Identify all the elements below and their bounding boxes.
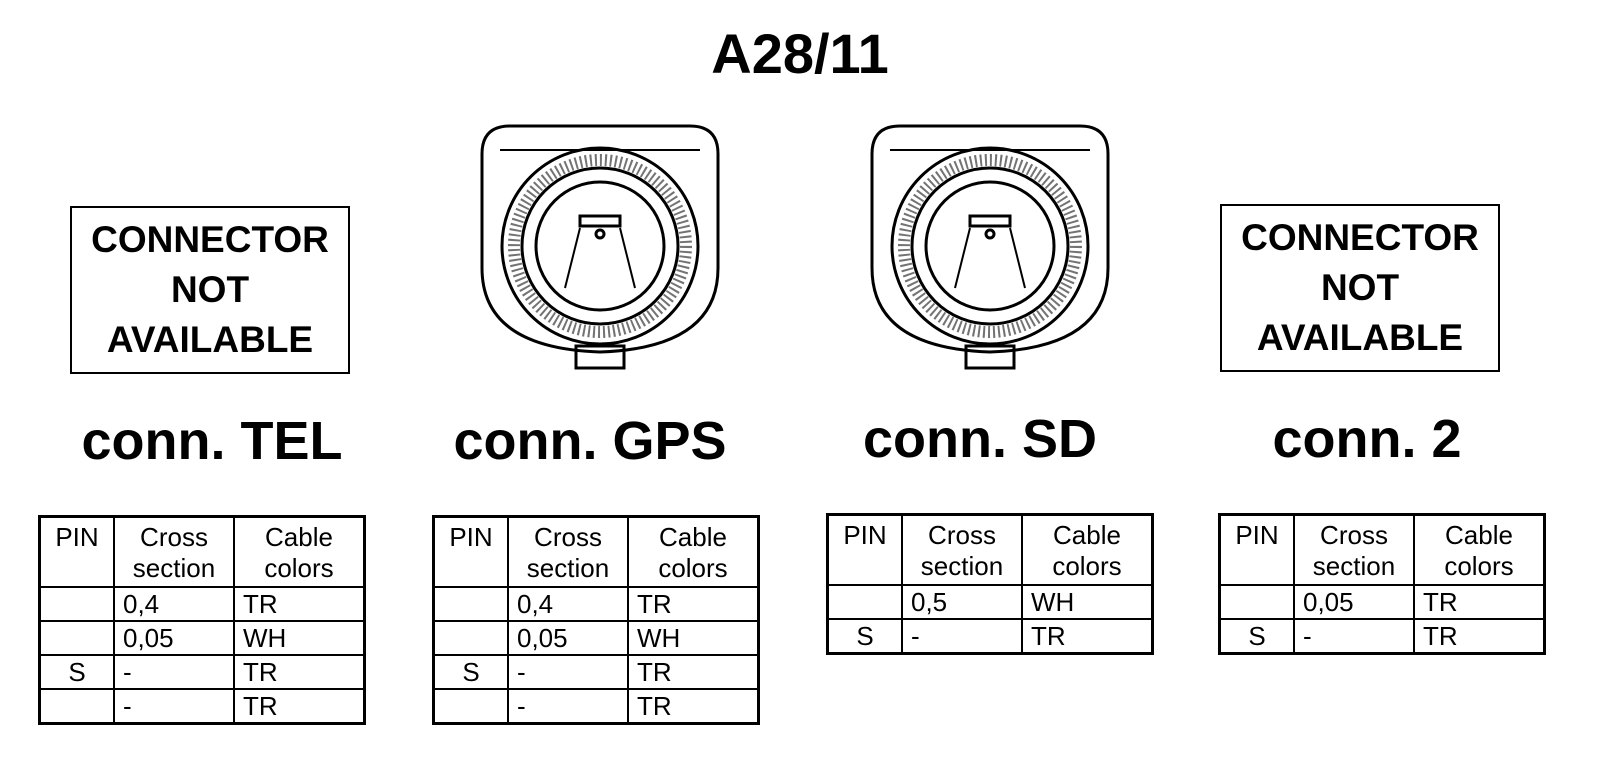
connector-2-label: conn. 2	[1272, 409, 1462, 469]
cable-color-cell: TR	[627, 654, 760, 691]
pin-contact-body	[564, 227, 636, 289]
cross-section-cell: -	[1293, 618, 1415, 655]
not-available-line: AVAILABLE	[1256, 317, 1464, 358]
cross-section-cell: -	[507, 654, 629, 691]
table-row: 0,4 TR	[38, 586, 366, 623]
cable-color-cell: TR	[627, 586, 760, 623]
pin-cell	[38, 586, 115, 623]
cross-section-cell: -	[113, 654, 235, 691]
header-cross-section: Cross section	[507, 515, 629, 589]
pin-cell: S	[38, 654, 115, 691]
header-pin: PIN	[826, 513, 903, 587]
table-row: 0,05 TR	[1218, 584, 1546, 621]
connector-tel-not-available-box: CONNECTOR NOT AVAILABLE	[70, 206, 350, 374]
table-row: 0,5 WH	[826, 584, 1154, 621]
connector-knurled-ring	[898, 154, 1082, 338]
not-available-line: NOT	[170, 269, 250, 310]
not-available-line: CONNECTOR	[1241, 217, 1479, 258]
connector-outer-ring	[500, 146, 700, 346]
cable-color-cell: TR	[1413, 618, 1546, 655]
header-pin: PIN	[38, 515, 115, 589]
cross-section-cell: -	[507, 688, 629, 725]
table-row: 0,4 TR	[432, 586, 760, 623]
connector-latch	[964, 344, 1016, 370]
cable-color-cell: TR	[1413, 584, 1546, 621]
connector-inner-ring	[534, 180, 666, 312]
pin-cell	[38, 620, 115, 657]
connector-sd-pin-table: PIN Cross section Cable colors 0,5 WH S …	[826, 513, 1154, 656]
pin-cell	[38, 688, 115, 725]
cable-color-cell: TR	[1021, 618, 1154, 655]
sd-connector-drawing	[870, 124, 1110, 370]
pin-cell: S	[432, 654, 509, 691]
pin-contact-dot	[594, 228, 606, 240]
pin-contact-bar	[968, 214, 1012, 228]
header-pin: PIN	[432, 515, 509, 589]
header-cable-colors: Cable colors	[1413, 513, 1546, 587]
table-row: S - TR	[1218, 618, 1546, 655]
pin-cell: S	[826, 618, 903, 655]
table-row: S - TR	[38, 654, 366, 691]
connector-housing	[480, 124, 720, 354]
table-row: S - TR	[432, 654, 760, 691]
connector-knurled-ring	[508, 154, 692, 338]
cable-color-cell: WH	[233, 620, 366, 657]
table-row: S - TR	[826, 618, 1154, 655]
pin-contact-bar	[578, 214, 622, 228]
header-pin: PIN	[1218, 513, 1295, 587]
header-cross-section: Cross section	[901, 513, 1023, 587]
cable-color-cell: TR	[233, 654, 366, 691]
connector-tel-label: conn. TEL	[81, 411, 343, 471]
pin-contact-dot	[984, 228, 996, 240]
cross-section-cell: -	[901, 618, 1023, 655]
not-available-line: AVAILABLE	[106, 319, 314, 360]
pin-cell: S	[1218, 618, 1295, 655]
not-available-line: CONNECTOR	[91, 219, 329, 260]
cross-section-cell: 0,4	[507, 586, 629, 623]
cross-section-cell: 0,5	[901, 584, 1023, 621]
pin-contact-body	[954, 227, 1026, 289]
pin-cell	[1218, 584, 1295, 621]
table-row: 0,05 WH	[432, 620, 760, 657]
connector-gps-label: conn. GPS	[453, 411, 727, 471]
connector-2-pin-table: PIN Cross section Cable colors 0,05 TR S…	[1218, 513, 1546, 656]
cable-color-cell: TR	[233, 688, 366, 725]
pin-cell	[432, 688, 509, 725]
cross-section-cell: 0,05	[507, 620, 629, 657]
connector-sd-label: conn. SD	[862, 409, 1097, 469]
table-row: - TR	[432, 688, 760, 725]
pin-cell	[432, 586, 509, 623]
connector-gps-pin-table: PIN Cross section Cable colors 0,4 TR 0,…	[432, 515, 760, 726]
cross-section-cell: 0,4	[113, 586, 235, 623]
not-available-line: NOT	[1320, 267, 1400, 308]
connector-outer-ring	[890, 146, 1090, 346]
cable-color-cell: TR	[233, 586, 366, 623]
connector-ring	[910, 166, 1070, 326]
connector-2-not-available-box: CONNECTOR NOT AVAILABLE	[1220, 204, 1500, 372]
connector-tel-pin-table: PIN Cross section Cable colors 0,4 TR 0,…	[38, 515, 366, 726]
pin-cell	[826, 584, 903, 621]
header-cable-colors: Cable colors	[233, 515, 366, 589]
header-cable-colors: Cable colors	[627, 515, 760, 589]
pin-cell	[432, 620, 509, 657]
cross-section-cell: 0,05	[113, 620, 235, 657]
gps-connector-drawing	[480, 124, 720, 370]
connector-ring	[520, 166, 680, 326]
table-row: 0,05 WH	[38, 620, 366, 657]
diagram-title: A28/11	[711, 22, 889, 85]
header-cross-section: Cross section	[1293, 513, 1415, 587]
table-row: - TR	[38, 688, 366, 725]
connector-housing	[870, 124, 1110, 354]
header-cross-section: Cross section	[113, 515, 235, 589]
cross-section-cell: -	[113, 688, 235, 725]
connector-inner-ring	[924, 180, 1056, 312]
connector-latch	[574, 344, 626, 370]
cable-color-cell: WH	[627, 620, 760, 657]
cross-section-cell: 0,05	[1293, 584, 1415, 621]
cable-color-cell: WH	[1021, 584, 1154, 621]
cable-color-cell: TR	[627, 688, 760, 725]
header-cable-colors: Cable colors	[1021, 513, 1154, 587]
